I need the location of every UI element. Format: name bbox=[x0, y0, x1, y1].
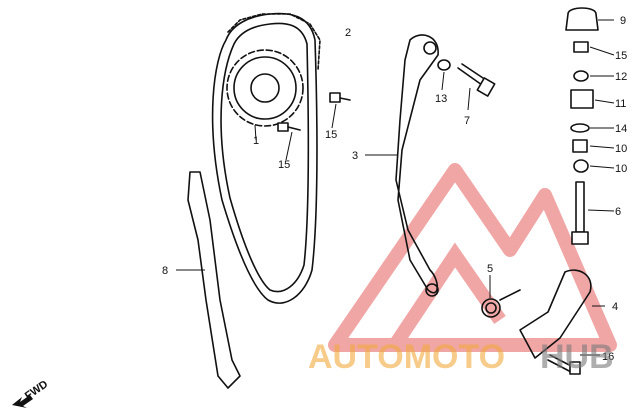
forward-arrow-icon bbox=[12, 395, 33, 408]
pivot-bolt bbox=[437, 59, 496, 111]
callout-5: 5 bbox=[487, 263, 493, 275]
tensioner-arm bbox=[365, 34, 439, 297]
callout-12: 12 bbox=[615, 71, 627, 83]
callout-3: 3 bbox=[352, 150, 358, 162]
callout-15c: 15 bbox=[325, 129, 337, 141]
callout-8: 8 bbox=[162, 265, 168, 277]
chain-guide bbox=[176, 171, 241, 389]
callout-15a: 15 bbox=[615, 50, 627, 62]
callout-7: 7 bbox=[464, 115, 470, 127]
bolt-16 bbox=[547, 354, 600, 375]
callout-10a: 10 bbox=[615, 143, 627, 155]
callout-13: 13 bbox=[435, 93, 447, 105]
callout-14: 14 bbox=[615, 123, 627, 135]
tensioner-wedge bbox=[519, 269, 605, 359]
sprocket-bolt bbox=[277, 92, 351, 161]
callout-2: 2 bbox=[345, 27, 351, 39]
watermark-text-left: AUTOMOTO bbox=[308, 338, 505, 376]
callout-1: 1 bbox=[253, 135, 259, 147]
watermark-logo bbox=[328, 163, 617, 352]
callout-9: 9 bbox=[620, 15, 626, 27]
callout-15b: 15 bbox=[278, 159, 290, 171]
callout-4: 4 bbox=[612, 301, 618, 313]
tensioner-stack bbox=[565, 7, 615, 245]
callout-16: 16 bbox=[602, 351, 614, 363]
callout-11: 11 bbox=[615, 98, 626, 110]
watermark-text-right: HUB bbox=[540, 338, 614, 376]
fwd-label: FWD bbox=[23, 378, 50, 402]
callout-10b: 10 bbox=[615, 163, 627, 175]
cam-sprocket bbox=[226, 49, 304, 141]
tensioner-spring bbox=[481, 275, 521, 318]
callout-6: 6 bbox=[615, 206, 621, 218]
cam-chain bbox=[211, 12, 321, 304]
